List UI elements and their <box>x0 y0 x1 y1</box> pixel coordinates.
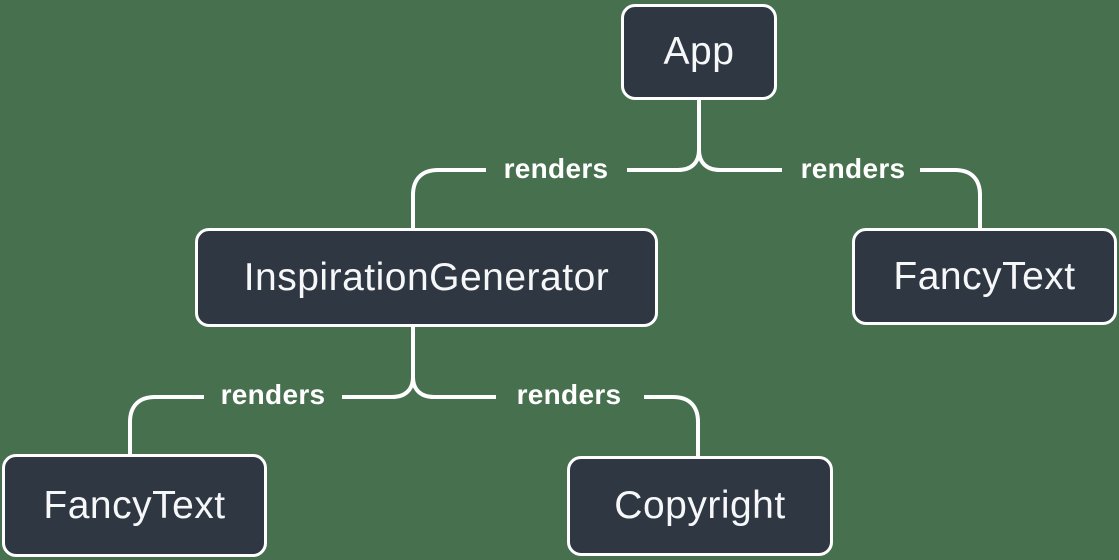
edge-label-inspirationgenerator-copyright: renders <box>516 379 622 410</box>
edge-label-inspirationgenerator-fancytext: renders <box>220 379 326 410</box>
node-app-label: App <box>663 30 735 73</box>
node-copyright-label: Copyright <box>614 484 786 527</box>
edge-inspirationgenerator-copyright-line <box>411 376 496 399</box>
edge-label-app-inspirationgenerator: renders <box>503 153 609 184</box>
node-app: App <box>621 4 777 100</box>
node-copyright: Copyright <box>567 456 833 556</box>
node-inspiration-generator: InspirationGenerator <box>195 228 658 327</box>
edge-inspirationgenerator-copyright-line-2 <box>644 395 700 456</box>
node-inspiration-generator-label: InspirationGenerator <box>243 255 610 299</box>
node-fancytext-top-right: FancyText <box>852 228 1117 325</box>
node-fancytext-bottom-left-label: FancyText <box>43 483 226 527</box>
edge-inspirationgenerator-fancytext-line <box>342 376 415 399</box>
edge-app-inspirationgenerator-line-2 <box>411 168 486 228</box>
node-fancytext-top-right-label: FancyText <box>893 254 1076 298</box>
edge-app-inspirationgenerator-line <box>627 149 701 172</box>
edge-inspirationgenerator-fancytext-line-2 <box>128 395 204 454</box>
edge-app-fancytext-line <box>697 149 782 172</box>
node-fancytext-bottom-left: FancyText <box>2 454 267 557</box>
edge-app-fancytext-line-2 <box>920 168 982 228</box>
edge-label-app-fancytext: renders <box>800 153 906 184</box>
